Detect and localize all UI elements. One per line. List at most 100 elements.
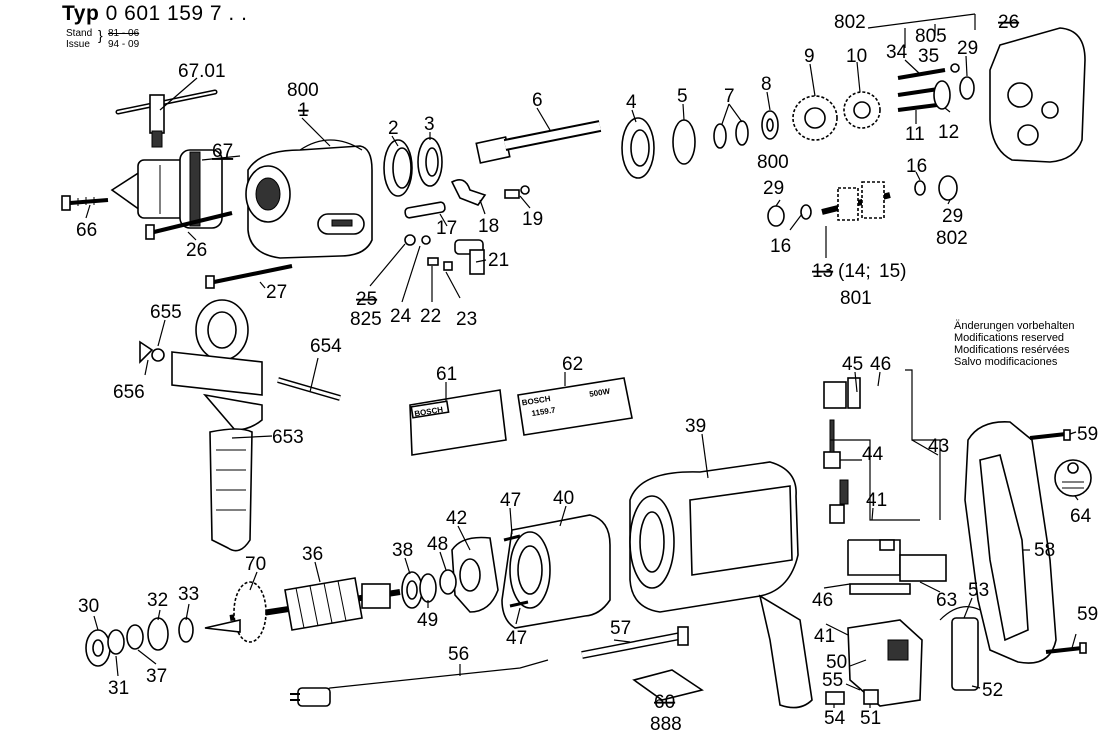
label-22: 22 xyxy=(420,306,441,327)
stand-label: Stand xyxy=(66,28,93,39)
label-31: 31 xyxy=(108,678,129,699)
label-44: 44 xyxy=(862,444,884,465)
label-23: 23 xyxy=(456,309,477,330)
label-34: 34 xyxy=(886,42,908,63)
label-33: 33 xyxy=(178,584,199,605)
stand-value: 81 - 06 xyxy=(108,28,140,39)
label-50: 50 xyxy=(826,652,847,673)
label-46-top: 46 xyxy=(870,354,891,375)
label-32: 32 xyxy=(147,590,168,611)
label-3: 3 xyxy=(424,114,435,135)
label-49: 49 xyxy=(417,610,438,631)
label-52: 52 xyxy=(982,680,1003,701)
label-800-shaft: 800 xyxy=(757,152,789,173)
label-654: 654 xyxy=(310,336,342,357)
label-58: 58 xyxy=(1034,540,1055,561)
label-63: 63 xyxy=(936,590,957,611)
label-57: 57 xyxy=(610,618,631,639)
label-21: 21 xyxy=(488,250,509,271)
note-line-es: Salvo modificaciones xyxy=(954,356,1058,368)
label-656: 656 xyxy=(113,382,145,403)
note-line-de: Änderungen vorbehalten xyxy=(954,320,1075,332)
nameplate-62: BOSCH 1159.7 500W xyxy=(517,377,633,436)
armature-36 xyxy=(229,577,401,631)
washer-3 xyxy=(417,137,443,187)
gear-housing-illustration xyxy=(245,139,373,259)
needle-bearing-2 xyxy=(383,139,413,197)
label-14: (14; xyxy=(838,261,871,282)
note-line-fr: Modifications resérvées xyxy=(954,344,1070,356)
circlips-7 xyxy=(713,120,749,149)
issue-value: 94 - 09 xyxy=(108,39,140,50)
bearing-38-48-49 xyxy=(401,569,457,609)
label-1: 1 xyxy=(298,100,309,121)
label-61: 61 xyxy=(436,364,457,385)
label-67-01: 67.01 xyxy=(178,61,226,82)
label-16-left: 16 xyxy=(770,236,791,257)
issue-label: Issue xyxy=(66,39,90,50)
label-55: 55 xyxy=(822,670,843,691)
spindle-6 xyxy=(475,120,602,164)
screws-59 xyxy=(1029,429,1087,654)
field-coil-40 xyxy=(501,514,611,629)
label-26-cover: 26 xyxy=(998,12,1019,33)
circlip-5 xyxy=(672,119,696,165)
label-67: 67 xyxy=(212,141,233,162)
plate-62-type: 1159.7 xyxy=(531,405,557,418)
label-41-bottom: 41 xyxy=(814,626,835,647)
switch-parts-17-18-19 xyxy=(404,179,530,219)
screw-66-illustration xyxy=(61,195,109,211)
rod-57 xyxy=(581,626,689,659)
label-4: 4 xyxy=(626,92,637,113)
label-46-bottom: 46 xyxy=(812,590,833,611)
label-6: 6 xyxy=(532,90,543,111)
nameplate-61: BOSCH xyxy=(409,389,507,456)
intermediate-shaft-801 xyxy=(767,175,958,227)
label-25: 25 xyxy=(356,289,377,310)
label-41-top: 41 xyxy=(866,490,887,511)
auxiliary-handle-illustration xyxy=(139,299,263,552)
label-11: 11 xyxy=(905,124,925,145)
label-64: 64 xyxy=(1070,506,1092,527)
bearings-12-29 xyxy=(933,63,975,110)
label-38: 38 xyxy=(392,540,413,561)
label-5: 5 xyxy=(677,86,688,107)
label-9: 9 xyxy=(804,46,815,67)
label-62: 62 xyxy=(562,354,583,375)
modifications-note: Änderungen vorbehalten Modifications res… xyxy=(954,320,1074,368)
brace-glyph: } xyxy=(98,27,103,43)
label-37: 37 xyxy=(146,666,167,687)
label-24: 24 xyxy=(390,306,412,327)
screw-26-illustration xyxy=(145,211,233,240)
screws-47 xyxy=(503,534,529,608)
depth-rod-654 xyxy=(277,377,341,401)
label-40: 40 xyxy=(553,488,574,509)
label-29-top: 29 xyxy=(957,38,978,59)
label-19: 19 xyxy=(522,209,543,230)
label-12: 12 xyxy=(938,122,959,143)
chuck-key-illustration xyxy=(115,89,218,148)
label-60: 60 xyxy=(654,692,675,713)
label-43: 43 xyxy=(928,436,949,457)
label-30: 30 xyxy=(78,596,99,617)
label-16-right: 16 xyxy=(906,156,927,177)
label-801: 801 xyxy=(840,288,872,309)
type-prefix: Typ xyxy=(62,2,100,25)
long-bolt-27 xyxy=(205,264,293,289)
plate-62-power: 500W xyxy=(589,387,611,399)
wiring-and-switch xyxy=(823,369,981,707)
plate-61-brand: BOSCH xyxy=(414,405,444,418)
plate-62-brand: BOSCH xyxy=(521,394,551,407)
label-17: 17 xyxy=(436,218,457,239)
handle-shell-58 xyxy=(964,421,1057,664)
label-655: 655 xyxy=(150,302,182,323)
label-47-bottom: 47 xyxy=(506,628,527,649)
label-805: 805 xyxy=(915,26,947,47)
position-labels: 67.01 800 1 2 3 6 4 5 7 8 9 10 802 805 2… xyxy=(76,12,1098,735)
label-35: 35 xyxy=(918,46,939,67)
label-13: 13 xyxy=(812,261,833,282)
label-10: 10 xyxy=(846,46,867,67)
label-802-top: 802 xyxy=(834,12,866,33)
bearing-group-30-37 xyxy=(85,617,194,667)
